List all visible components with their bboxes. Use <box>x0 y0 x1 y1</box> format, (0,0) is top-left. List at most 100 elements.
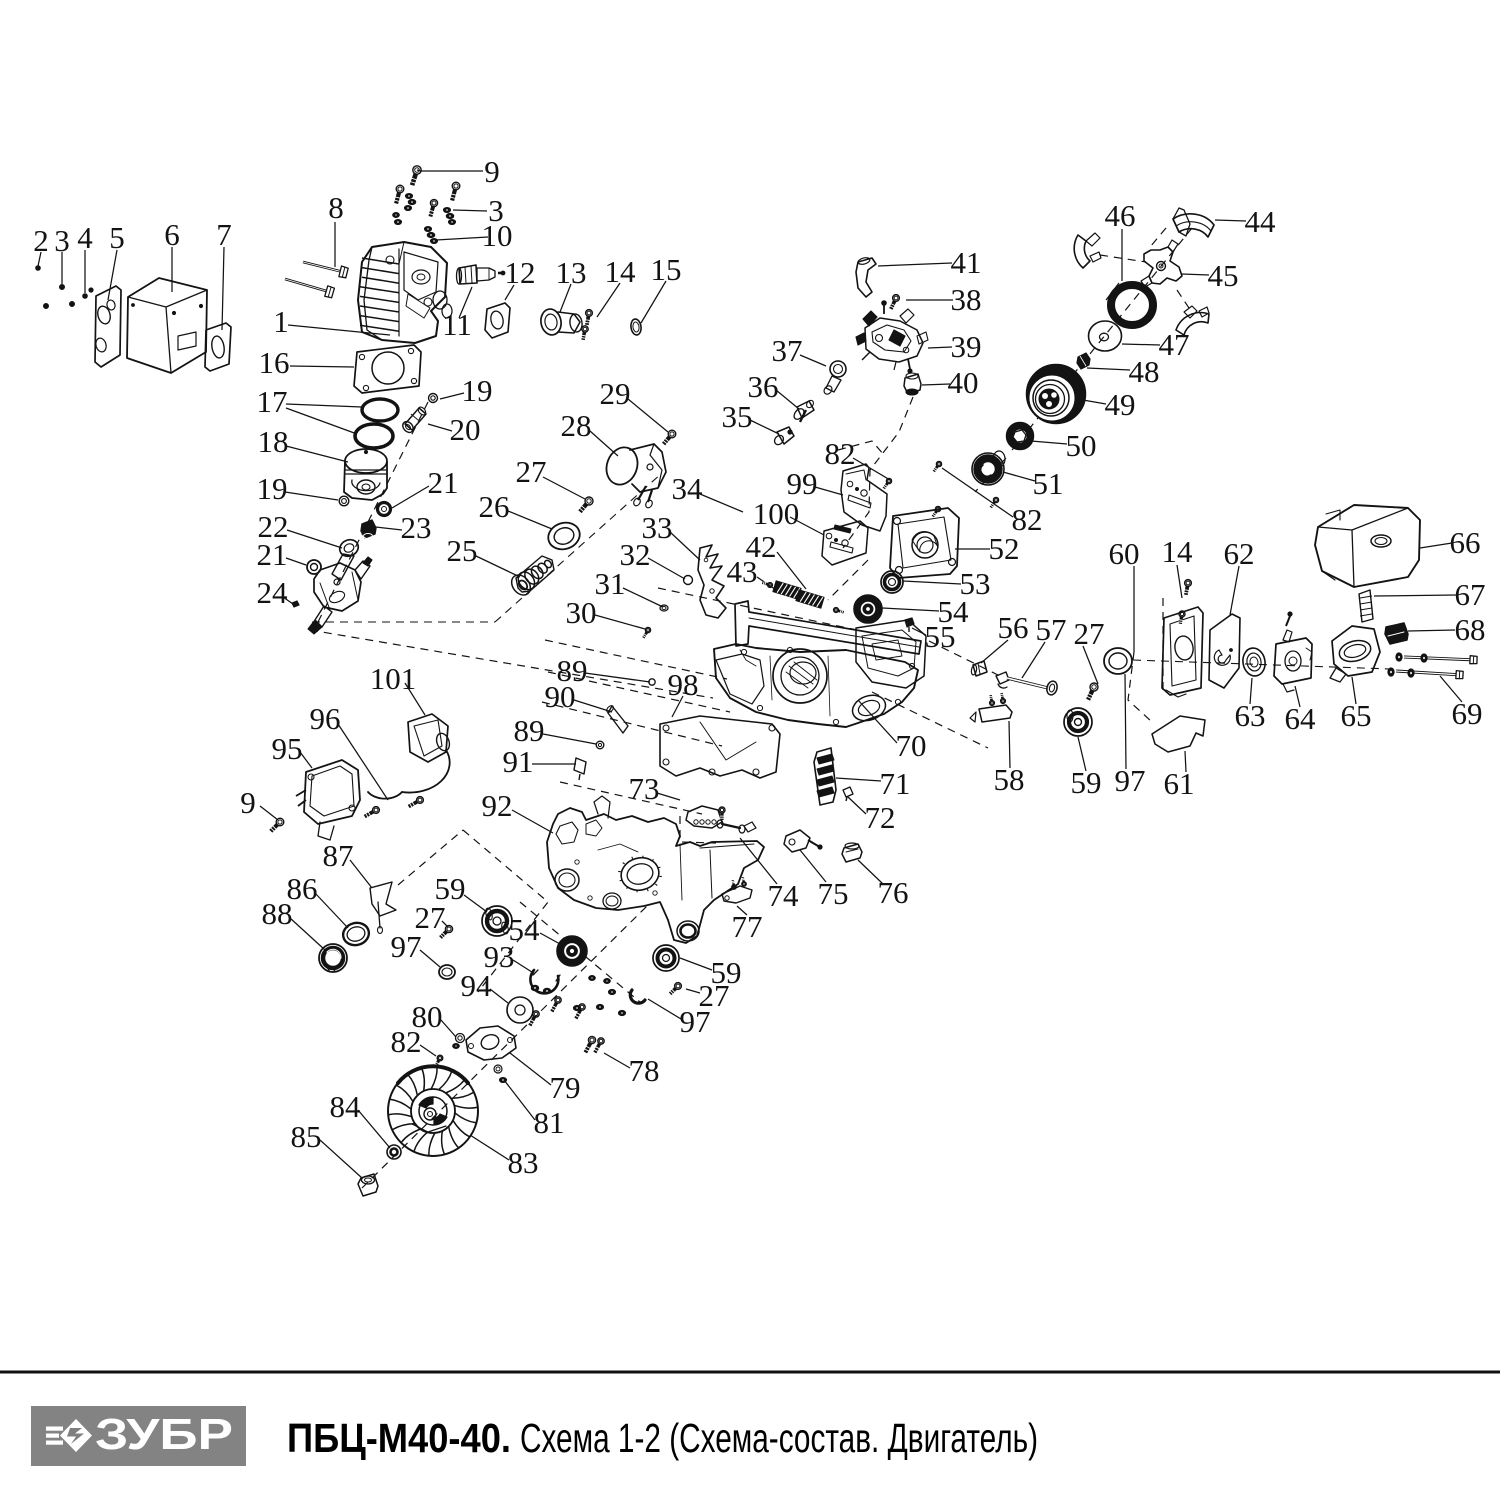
svg-text:30: 30 <box>566 595 597 630</box>
svg-text:73: 73 <box>629 771 660 806</box>
svg-text:12: 12 <box>505 255 536 290</box>
svg-text:ЗУБР: ЗУБР <box>95 1410 233 1459</box>
svg-text:100: 100 <box>753 496 800 531</box>
svg-text:21: 21 <box>428 465 459 500</box>
svg-text:52: 52 <box>989 531 1020 566</box>
svg-text:71: 71 <box>880 766 911 801</box>
svg-text:20: 20 <box>450 412 481 447</box>
svg-text:42: 42 <box>746 529 777 564</box>
svg-text:46: 46 <box>1105 198 1136 233</box>
svg-text:77: 77 <box>732 909 763 944</box>
svg-text:14: 14 <box>1162 534 1194 569</box>
svg-text:61: 61 <box>1164 766 1195 801</box>
svg-text:55: 55 <box>925 619 956 654</box>
svg-text:16: 16 <box>259 345 290 380</box>
svg-text:29: 29 <box>600 376 631 411</box>
svg-text:10: 10 <box>482 218 513 253</box>
svg-text:91: 91 <box>503 744 534 779</box>
svg-text:58: 58 <box>994 762 1025 797</box>
svg-text:32: 32 <box>620 537 651 572</box>
svg-text:27: 27 <box>1074 616 1105 651</box>
svg-text:36: 36 <box>748 369 779 404</box>
svg-text:35: 35 <box>722 399 753 434</box>
svg-text:22: 22 <box>258 509 289 544</box>
svg-text:90: 90 <box>545 679 576 714</box>
svg-text:6: 6 <box>164 217 180 252</box>
svg-text:74: 74 <box>768 878 800 913</box>
svg-text:17: 17 <box>257 384 288 419</box>
svg-text:62: 62 <box>1224 536 1255 571</box>
svg-text:93: 93 <box>484 939 515 974</box>
svg-text:85: 85 <box>291 1119 322 1154</box>
svg-text:26: 26 <box>479 489 510 524</box>
svg-text:49: 49 <box>1105 387 1136 422</box>
svg-text:88: 88 <box>262 896 293 931</box>
svg-text:38: 38 <box>951 282 982 317</box>
svg-text:51: 51 <box>1033 466 1064 501</box>
svg-text:72: 72 <box>865 800 896 835</box>
svg-text:34: 34 <box>672 471 704 506</box>
svg-text:40: 40 <box>948 365 979 400</box>
svg-text:97: 97 <box>680 1004 711 1039</box>
svg-text:50: 50 <box>1066 428 1097 463</box>
svg-text:15: 15 <box>651 252 682 287</box>
svg-text:87: 87 <box>323 838 354 873</box>
svg-text:27: 27 <box>516 454 547 489</box>
svg-text:13: 13 <box>556 255 587 290</box>
svg-text:83: 83 <box>508 1145 539 1180</box>
svg-text:3: 3 <box>488 193 504 228</box>
svg-text:7: 7 <box>216 217 232 252</box>
svg-text:48: 48 <box>1129 354 1160 389</box>
svg-text:1: 1 <box>273 304 289 339</box>
svg-text:101: 101 <box>370 661 417 696</box>
svg-text:66: 66 <box>1450 525 1481 560</box>
svg-text:81: 81 <box>534 1105 565 1140</box>
svg-text:59: 59 <box>711 955 742 990</box>
svg-text:79: 79 <box>550 1070 581 1105</box>
svg-text:53: 53 <box>960 566 991 601</box>
svg-text:76: 76 <box>878 875 909 910</box>
svg-text:84: 84 <box>330 1089 362 1124</box>
svg-text:44: 44 <box>1245 204 1277 239</box>
svg-text:97: 97 <box>391 929 422 964</box>
svg-text:63: 63 <box>1235 698 1266 733</box>
svg-text:64: 64 <box>1285 701 1317 736</box>
svg-text:67: 67 <box>1455 577 1486 612</box>
svg-text:82: 82 <box>1012 502 1043 537</box>
svg-text:ПБЦ-М40-40.: ПБЦ-М40-40. <box>287 1415 511 1461</box>
svg-text:39: 39 <box>951 329 982 364</box>
svg-text:28: 28 <box>561 408 592 443</box>
svg-text:54: 54 <box>509 912 541 947</box>
svg-text:99: 99 <box>787 466 818 501</box>
svg-text:68: 68 <box>1455 612 1486 647</box>
svg-text:56: 56 <box>998 610 1029 645</box>
svg-text:25: 25 <box>447 533 478 568</box>
svg-text:8: 8 <box>328 190 344 225</box>
svg-text:70: 70 <box>896 728 927 763</box>
svg-text:21: 21 <box>257 537 288 572</box>
svg-text:82: 82 <box>391 1024 422 1059</box>
svg-text:78: 78 <box>629 1053 660 1088</box>
svg-text:19: 19 <box>257 471 288 506</box>
svg-text:24: 24 <box>257 575 289 610</box>
svg-text:3: 3 <box>54 223 70 258</box>
svg-text:33: 33 <box>642 510 673 545</box>
svg-text:80: 80 <box>412 999 443 1034</box>
svg-text:94: 94 <box>461 968 493 1003</box>
svg-text:31: 31 <box>595 566 626 601</box>
svg-text:75: 75 <box>818 876 849 911</box>
svg-text:54: 54 <box>938 594 970 629</box>
svg-text:37: 37 <box>772 333 803 368</box>
svg-text:2: 2 <box>33 223 49 258</box>
svg-text:45: 45 <box>1208 258 1239 293</box>
svg-text:18: 18 <box>258 424 289 459</box>
svg-text:14: 14 <box>605 254 637 289</box>
svg-text:23: 23 <box>401 510 432 545</box>
svg-text:97: 97 <box>1115 763 1146 798</box>
svg-text:41: 41 <box>951 245 982 280</box>
svg-text:95: 95 <box>272 731 303 766</box>
svg-text:92: 92 <box>482 788 513 823</box>
svg-text:27: 27 <box>699 978 730 1013</box>
svg-text:27: 27 <box>415 900 446 935</box>
svg-text:86: 86 <box>287 871 318 906</box>
